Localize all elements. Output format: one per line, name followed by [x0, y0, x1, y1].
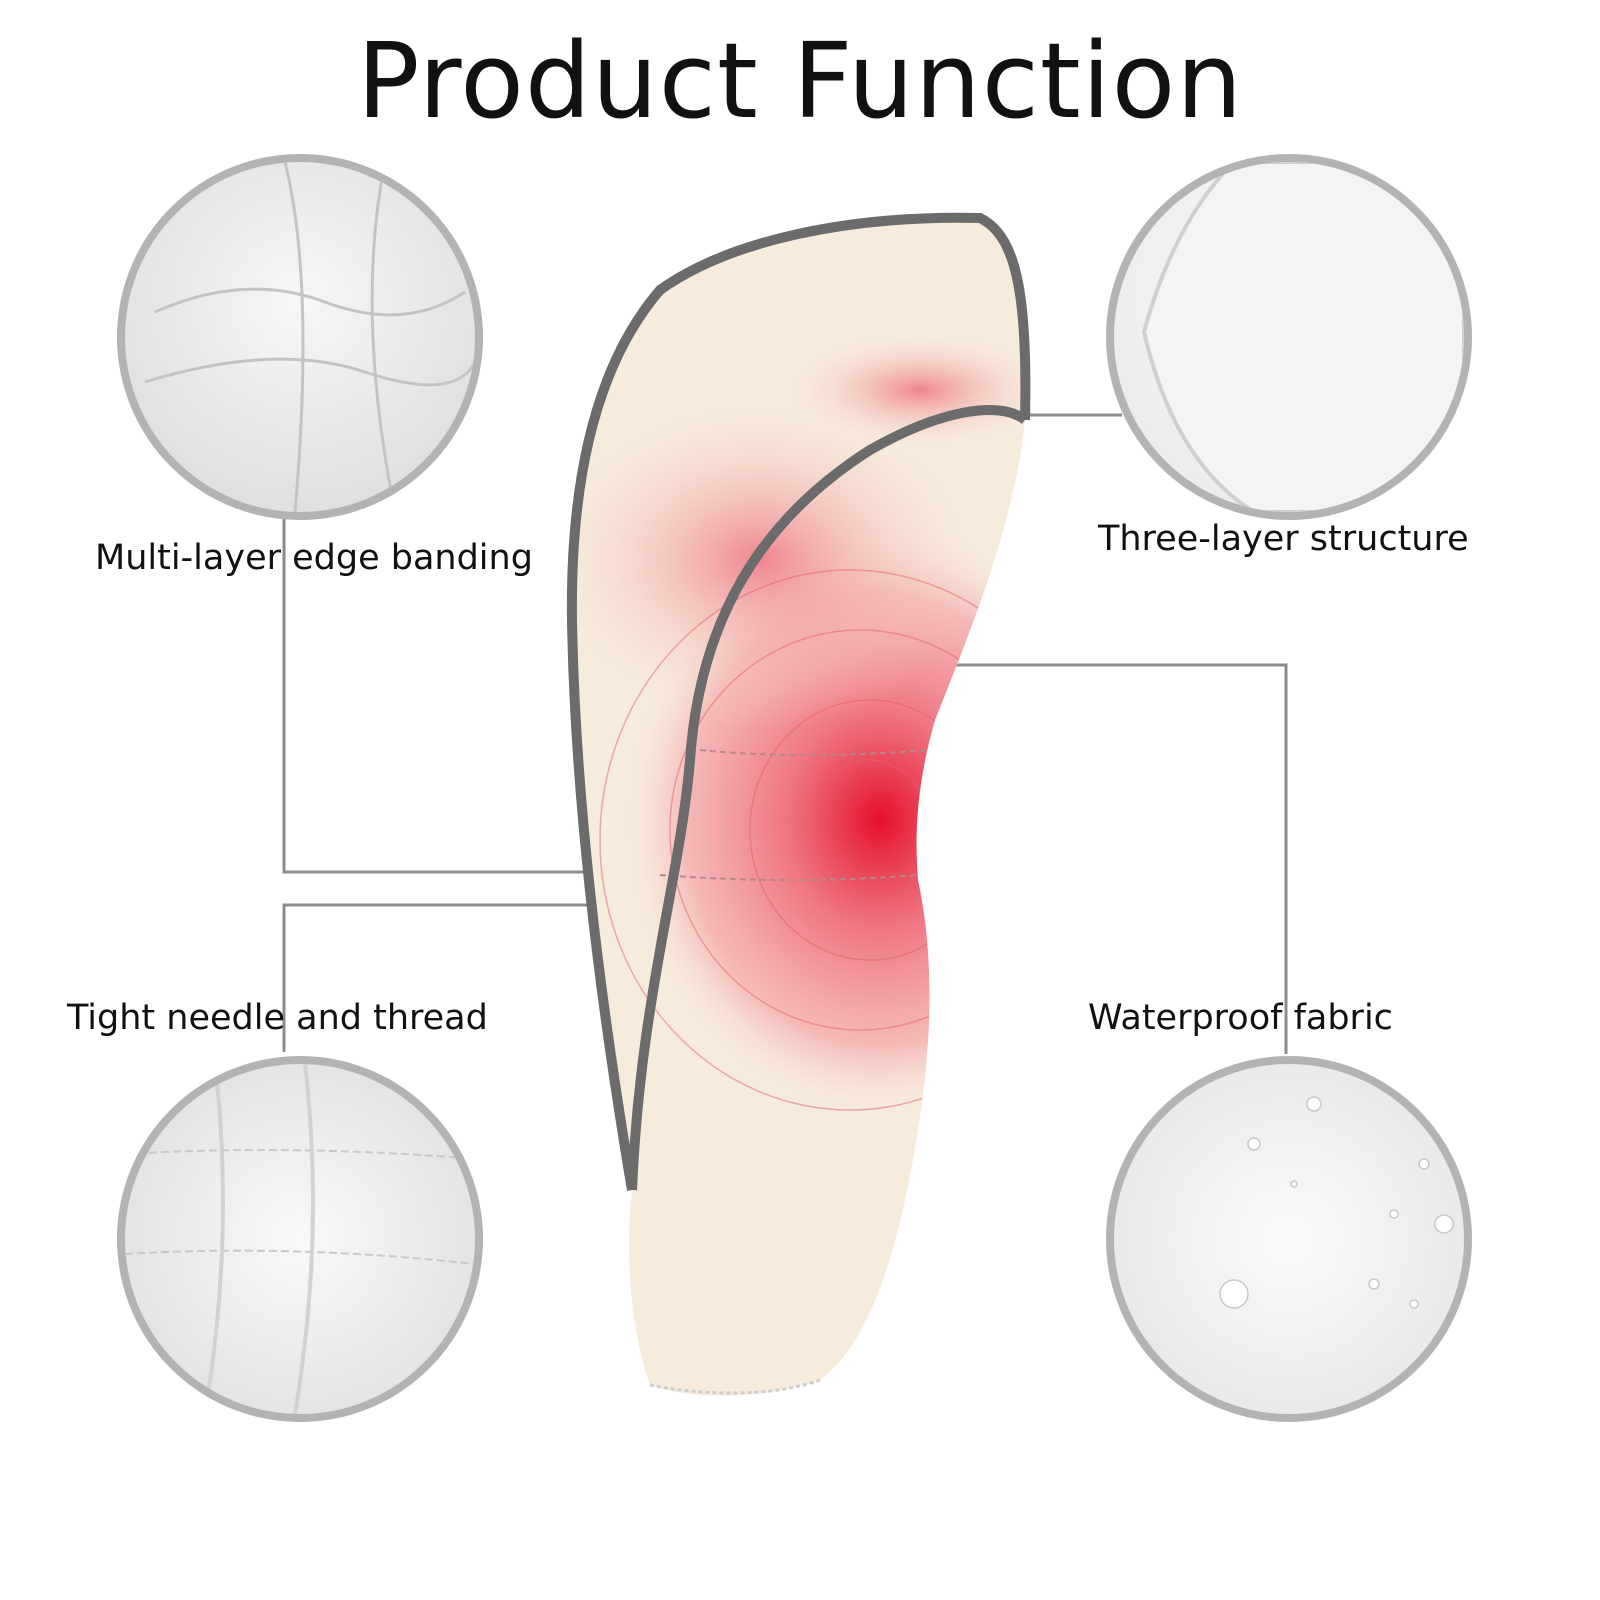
feature-label-three-layer: Three-layer structure: [1098, 519, 1469, 559]
detail-circle-waterproof: [1106, 1056, 1472, 1422]
feature-label-stitching: Tight needle and thread: [67, 998, 488, 1038]
page-title: Product Function: [356, 20, 1244, 142]
detail-circle-three-layer: [1106, 154, 1472, 520]
detail-circle-stitching: [117, 1056, 483, 1422]
feature-label-waterproof: Waterproof fabric: [1088, 998, 1393, 1038]
feature-label-edge-banding: Multi-layer edge banding: [95, 538, 533, 578]
golf-headcover: [566, 212, 1031, 1396]
detail-circle-edge-banding: [117, 154, 483, 520]
connector-lines: [282, 413, 1288, 1054]
